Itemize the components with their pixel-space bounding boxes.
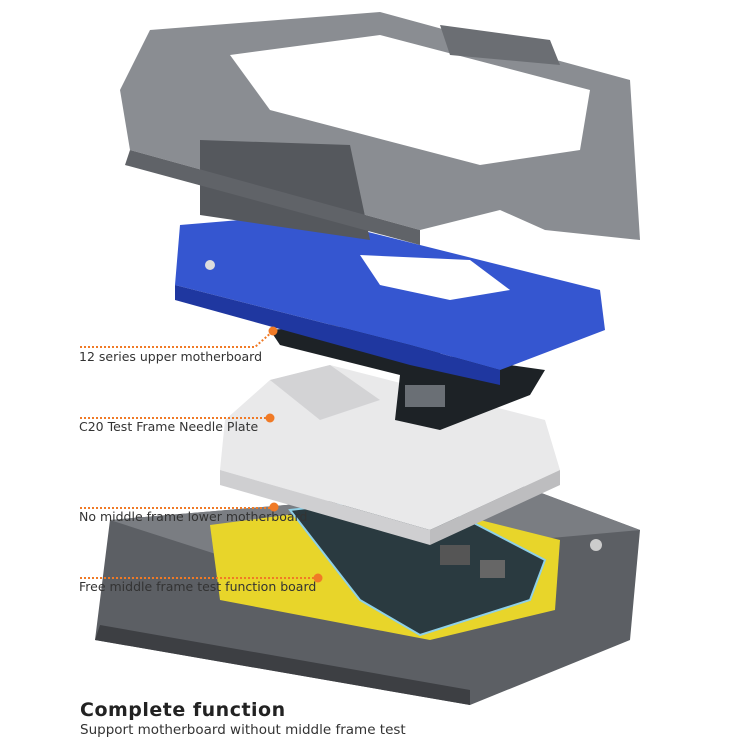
blue-plate <box>175 215 605 385</box>
label-needle-plate: C20 Test Frame Needle Plate <box>79 419 259 434</box>
callout-needle-plate <box>80 413 275 423</box>
label-function-board: Free middle frame test function board <box>79 579 317 594</box>
callout-lower-motherboard <box>80 502 279 512</box>
callout-upper-motherboard <box>80 326 278 348</box>
top-frame <box>120 12 640 245</box>
label-upper-motherboard: 12 series upper motherboard <box>79 349 263 364</box>
footer-title: Complete function <box>80 699 286 721</box>
label-lower-motherboard: No middle frame lower motherboard <box>79 509 308 524</box>
footer-subtitle: Support motherboard without middle frame… <box>80 722 406 738</box>
callout-function-board <box>80 573 323 583</box>
